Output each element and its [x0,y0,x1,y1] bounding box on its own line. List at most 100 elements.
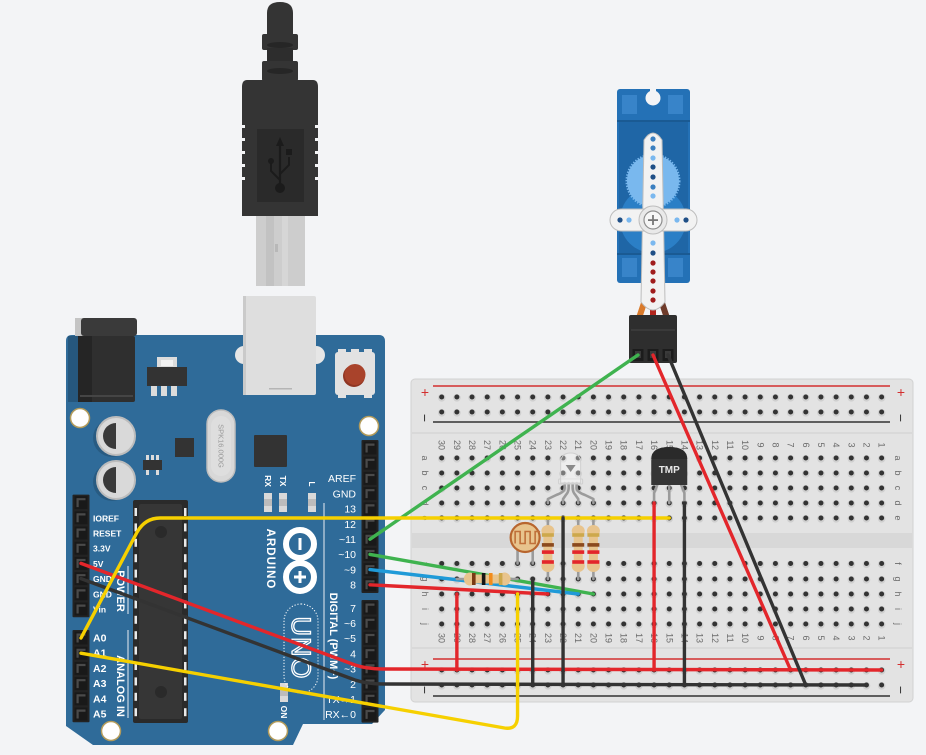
hole-socket[interactable] [590,455,596,461]
hole-h19[interactable] [604,591,613,599]
hole-socket[interactable] [879,561,885,566]
hole-socket[interactable] [515,394,521,400]
pin-socket[interactable] [363,456,377,470]
hole-socket[interactable] [666,561,672,566]
hole-i4[interactable] [832,606,840,614]
hole-b6[interactable] [801,470,810,478]
hole-socket[interactable] [712,394,718,400]
hole-i3[interactable] [847,606,856,614]
hole-socket[interactable] [879,485,885,491]
hole-j20[interactable] [589,621,598,629]
pin-socket[interactable] [363,601,377,615]
hole-d26[interactable] [498,500,507,508]
hole-c4[interactable] [832,485,840,493]
hole-c28[interactable] [468,485,476,493]
rail-hole-top-minus-19[interactable] [604,409,613,417]
hole-socket[interactable] [606,455,612,461]
hole-j28[interactable] [468,621,476,629]
hole-g19[interactable] [604,576,613,584]
rail-hole-top-plus-19[interactable] [604,394,613,402]
hole-b4[interactable] [832,470,840,478]
hole-socket[interactable] [560,409,566,415]
hole-socket[interactable] [606,561,612,566]
hole-socket[interactable] [803,621,809,627]
hole-socket[interactable] [606,470,612,476]
hole-socket[interactable] [469,455,475,461]
rail-hole-top-plus-3[interactable] [847,394,856,402]
hole-socket[interactable] [697,606,703,612]
hole-socket[interactable] [439,394,445,400]
hole-a30[interactable] [437,455,446,463]
hole-j30[interactable] [437,621,446,629]
hole-f2[interactable] [862,560,871,569]
hole-socket[interactable] [742,470,748,476]
hole-e2[interactable] [862,515,871,523]
hole-j18[interactable] [619,621,628,629]
hole-i23[interactable] [544,606,552,614]
hole-j6[interactable] [801,621,810,629]
hole-socket[interactable] [499,470,505,476]
hole-b10[interactable] [741,470,749,478]
hole-socket[interactable] [788,455,794,461]
hole-socket[interactable] [879,470,885,476]
hole-socket[interactable] [879,500,885,506]
wire-pin-gnd-to-rail-bottom-minus-2[interactable] [79,576,869,687]
hole-socket[interactable] [788,561,794,566]
hole-socket[interactable] [818,409,824,415]
rail-hole-top-minus-24[interactable] [528,409,537,417]
hole-socket[interactable] [848,561,854,566]
hole-c2[interactable] [862,485,871,493]
hole-socket[interactable] [575,470,581,476]
pin-digital-lower-rx-0[interactable]: RX←0 [325,707,377,721]
hole-socket[interactable] [636,606,642,612]
hole-socket[interactable] [590,485,596,491]
hole-f9[interactable] [756,560,765,569]
hole-socket[interactable] [788,576,794,582]
hole-c17[interactable] [635,485,643,493]
hole-socket[interactable] [636,561,642,566]
hole-socket[interactable] [863,470,869,476]
hole-socket[interactable] [606,485,612,491]
hole-socket[interactable] [863,576,869,582]
hole-socket[interactable] [803,485,809,491]
reset-button[interactable] [335,349,375,398]
rail-hole-top-plus-24[interactable] [528,394,537,402]
hole-socket[interactable] [499,606,505,612]
hole-a1[interactable] [877,455,886,463]
hole-socket[interactable] [863,515,869,521]
hole-socket[interactable] [833,409,839,415]
wire-pin-5v-to-rail-bottom-plus-1[interactable] [79,561,884,672]
hole-socket[interactable] [484,561,490,566]
hole-socket[interactable] [545,606,551,612]
hole-socket[interactable] [788,394,794,400]
hole-socket[interactable] [469,500,475,506]
hole-j1[interactable] [877,621,886,629]
hole-c20[interactable] [589,485,598,493]
hole-socket[interactable] [757,561,763,566]
hole-socket[interactable] [636,500,642,506]
hole-d13[interactable] [695,500,704,508]
hole-h28[interactable] [468,591,476,599]
hole-d28[interactable] [468,500,476,508]
hole-e9[interactable] [756,515,765,523]
hole-socket[interactable] [863,500,869,506]
hole-socket[interactable] [848,500,854,506]
hole-i2[interactable] [862,606,871,614]
hole-socket[interactable] [712,591,718,597]
hole-socket[interactable] [772,409,778,415]
hole-f1[interactable] [877,560,886,569]
hole-a18[interactable] [619,455,628,463]
hole-socket[interactable] [818,500,824,506]
hole-i17[interactable] [635,606,643,614]
hole-socket[interactable] [636,591,642,597]
hole-socket[interactable] [621,470,627,476]
pin-socket[interactable] [74,707,88,721]
hole-socket[interactable] [727,621,733,627]
rail-hole-top-minus-16[interactable] [650,409,658,417]
hole-g3[interactable] [847,576,856,584]
hole-j26[interactable] [498,621,507,629]
hole-d19[interactable] [604,500,613,508]
rail-hole-top-minus-28[interactable] [468,409,476,417]
hole-c29[interactable] [453,485,461,493]
rail-hole-top-plus-10[interactable] [741,394,749,402]
